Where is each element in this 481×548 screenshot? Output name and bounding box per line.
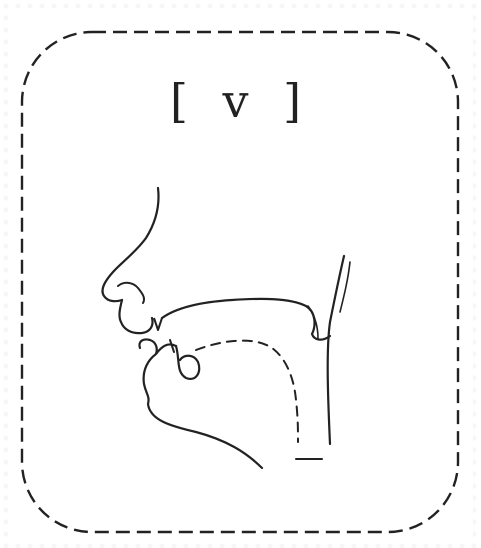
tongue-dashed-line [196, 341, 298, 442]
upper-teeth-line [154, 318, 162, 330]
upper-lip-line [119, 300, 152, 333]
chin-jaw-line [144, 354, 262, 468]
pharynx-back-line [328, 256, 344, 444]
palate-line [162, 299, 330, 340]
phonetic-symbol-label: [ v ] [0, 78, 481, 124]
